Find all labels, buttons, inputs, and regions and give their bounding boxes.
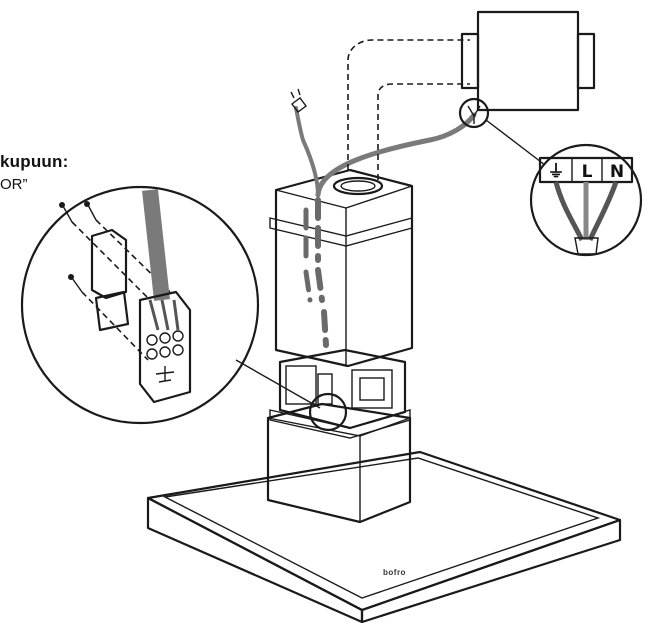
detail-zoom-circle (308, 392, 348, 432)
terminal-detail: ⏚ L N (529, 143, 643, 257)
connection-subheading: OR” (0, 176, 28, 193)
neutral-terminal: N (610, 162, 624, 182)
internal-cable (303, 197, 329, 348)
external-fan-box (458, 10, 596, 166)
earth-icon (155, 366, 175, 383)
connection-heading: kupuun: (0, 152, 69, 171)
earth-terminal: ⏚ (548, 162, 565, 182)
upper-chimney (269, 168, 414, 368)
wiring-detail (20, 185, 321, 425)
brand-logo: bofro (383, 568, 406, 577)
junction-callout-circle (458, 97, 490, 129)
hood-base-panel: bofro (146, 450, 622, 623)
live-terminal: L (582, 162, 593, 182)
motor-unit (269, 348, 411, 439)
routing-lines (347, 39, 470, 180)
supply-cable (290, 88, 477, 198)
